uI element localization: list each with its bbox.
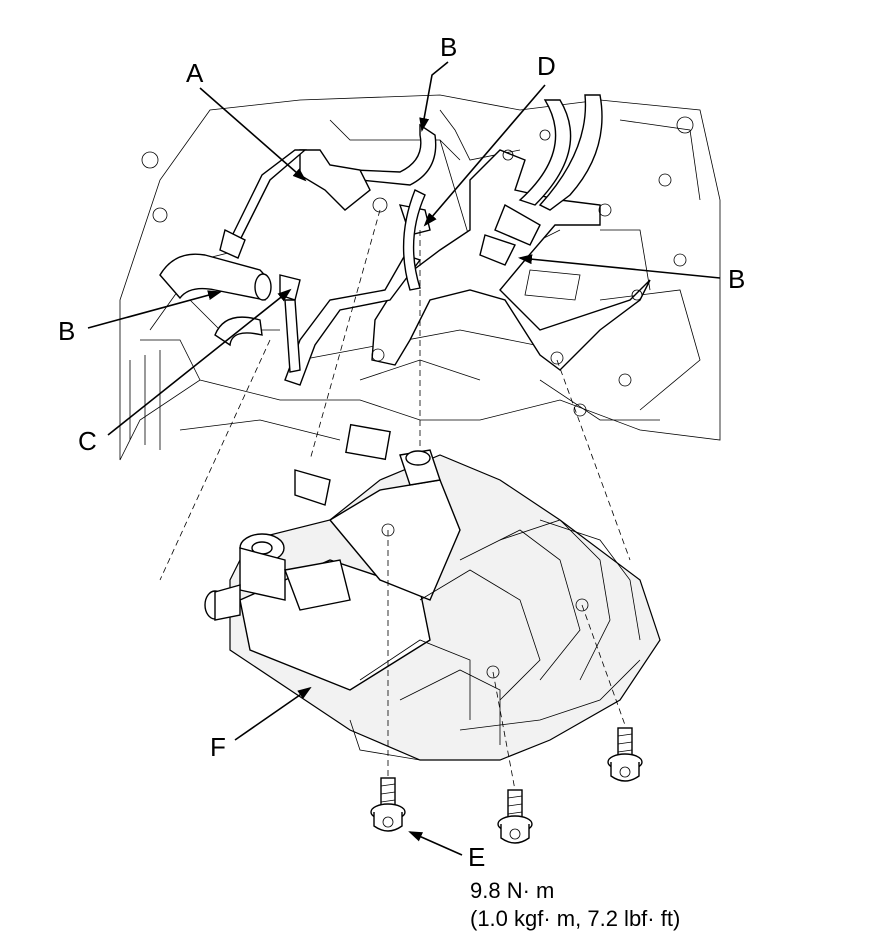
torque-spec: 9.8 N· m (1.0 kgf· m, 7.2 lbf· ft) (470, 878, 680, 931)
left-bent-pipe (159, 253, 272, 301)
callout-labels: A B D B B C F E (58, 32, 745, 872)
mounting-bracket (371, 149, 651, 371)
bolt-2 (497, 789, 533, 844)
callout-f: F (210, 732, 226, 762)
callout-b-top: B (440, 32, 457, 62)
callout-e: E (468, 842, 485, 872)
mounting-bolts (370, 727, 643, 844)
callout-b-right: B (728, 264, 745, 294)
callout-c: C (78, 426, 97, 456)
fuel-tank-hoses (479, 94, 603, 266)
bolt-1 (370, 777, 406, 832)
torque-spec-imperial: (1.0 kgf· m, 7.2 lbf· ft) (470, 906, 680, 931)
alignment-lines (159, 209, 631, 791)
bolt-3 (607, 727, 643, 782)
leader-lines (87, 61, 721, 856)
callout-b-left: B (58, 316, 75, 346)
callout-d: D (537, 51, 556, 81)
torque-spec-metric: 9.8 N· m (470, 878, 554, 903)
callout-a: A (186, 58, 204, 88)
evap-canister (204, 423, 661, 761)
